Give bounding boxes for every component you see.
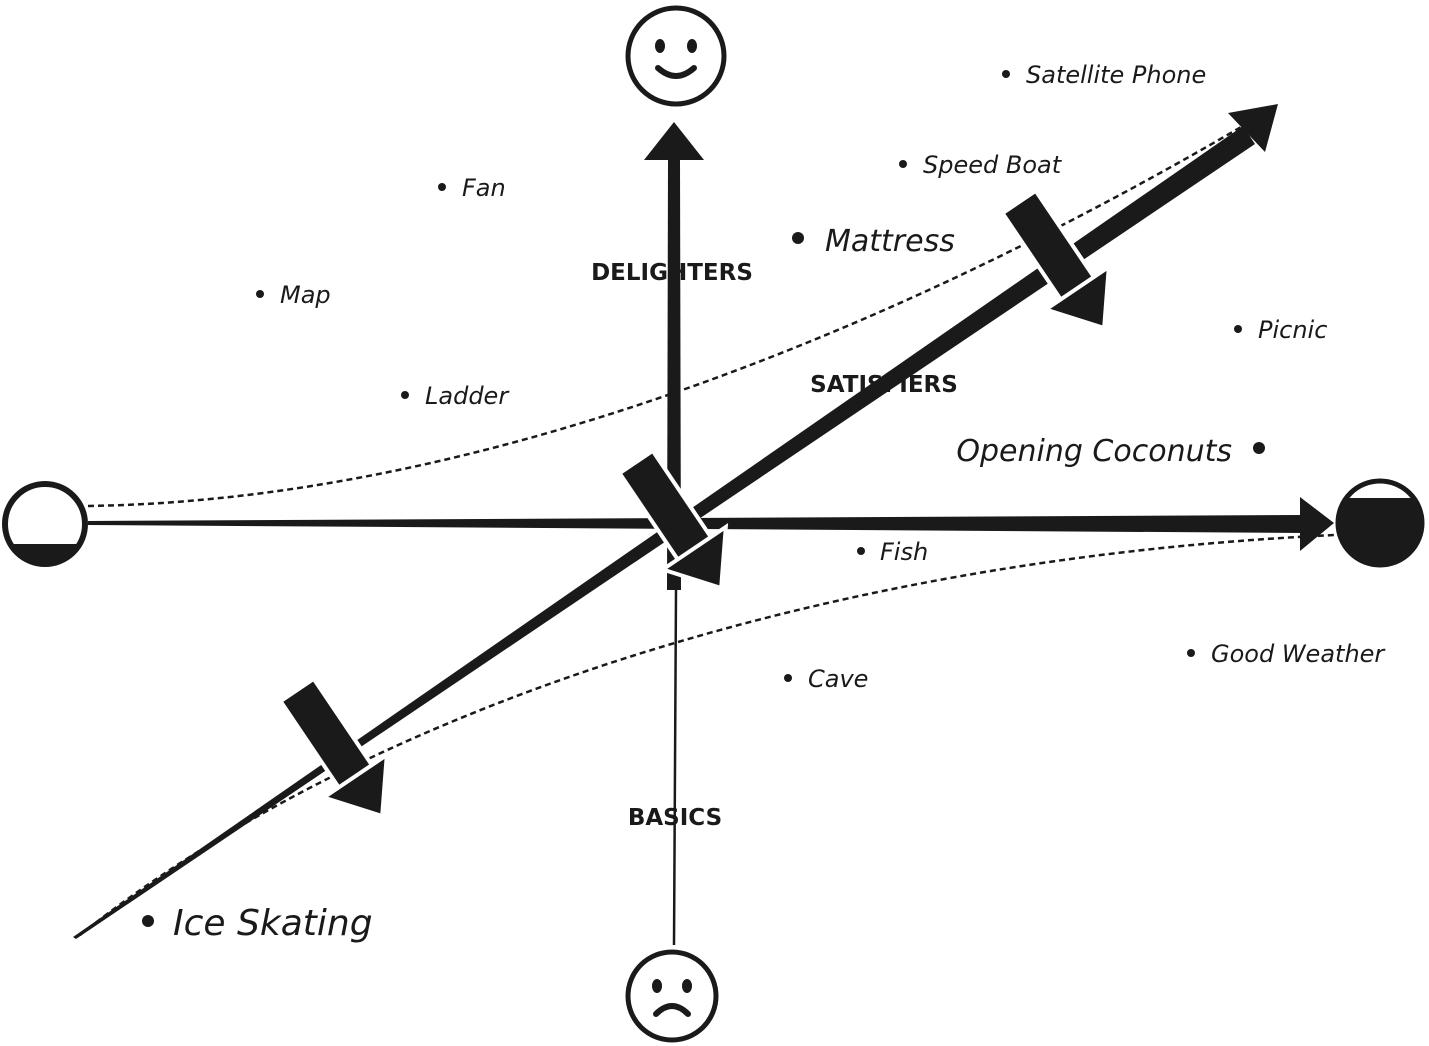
block-arrow-bottom <box>277 676 390 819</box>
item-good-weather: Good Weather <box>1211 640 1386 668</box>
list-item: Speed Boat <box>899 151 1063 179</box>
item-speed-boat: Speed Boat <box>923 151 1063 179</box>
item-satellite-phone: Satellite Phone <box>1026 61 1206 89</box>
upper-dashed-curve <box>87 108 1271 508</box>
list-item: Ice Skating <box>142 903 373 944</box>
happy-face-icon <box>625 5 727 107</box>
block-arrow-center <box>616 448 729 591</box>
list-item: Good Weather <box>1187 640 1386 668</box>
list-item: Opening Coconuts <box>956 434 1265 469</box>
item-picnic: Picnic <box>1258 316 1327 344</box>
diagonal-arrow-head <box>1228 104 1278 152</box>
item-opening-coconuts: Opening Coconuts <box>956 434 1232 469</box>
list-item: Map <box>256 281 331 309</box>
full-circle-icon <box>1335 478 1425 568</box>
item-cave: Cave <box>808 665 868 693</box>
list-item: Picnic <box>1234 316 1327 344</box>
item-fish: Fish <box>880 538 928 566</box>
up-arrow-head <box>644 122 704 160</box>
vertical-axis-lower <box>672 589 678 946</box>
right-arrow-head <box>1300 497 1334 551</box>
list-item: Fish <box>857 538 928 566</box>
list-item: Cave <box>784 665 868 693</box>
item-ice-skating: Ice Skating <box>173 903 373 944</box>
item-mattress: Mattress <box>825 224 955 259</box>
sad-face-icon <box>625 949 719 1043</box>
item-fan: Fan <box>462 174 506 202</box>
delighters-label: DELIGHTERS <box>591 260 753 286</box>
list-item: Mattress <box>792 224 955 259</box>
empty-circle-icon <box>2 481 88 567</box>
list-item: Satellite Phone <box>1002 61 1206 89</box>
lower-dashed-curve <box>79 533 1336 936</box>
item-ladder: Ladder <box>425 382 510 410</box>
item-map: Map <box>280 281 331 309</box>
list-item: Ladder <box>401 382 510 410</box>
list-item: Fan <box>438 174 506 202</box>
basics-label: BASICS <box>628 805 722 831</box>
block-arrow-top <box>999 188 1112 331</box>
satisfiers-label: SATISFIERS <box>810 372 958 398</box>
